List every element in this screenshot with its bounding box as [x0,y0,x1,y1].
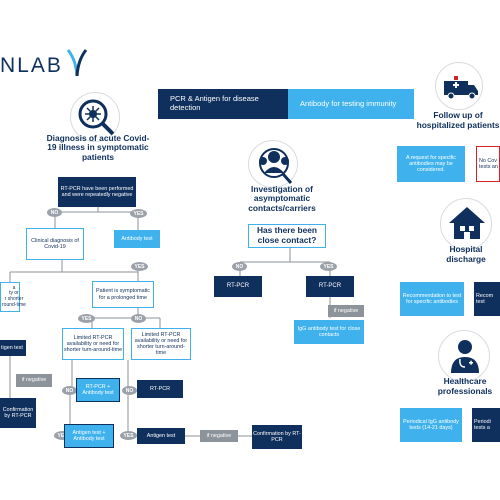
legend-antibody-label: Antibody for testing immunity [300,98,397,108]
left-partial-box: a ty or r shorter round-time [0,282,26,312]
healthcare-partial-box: Periodi tests a [472,408,500,442]
yes-badge: YES [130,209,147,218]
healthcare-title: Healthcare professionals [437,376,493,396]
yes-badge: YES [78,314,95,323]
legend-antibody: Antibody for testing immunity [288,89,414,119]
rtpcr-box: RT-PCR [137,380,183,398]
house-icon [449,207,485,239]
investigation-icon-circle [248,140,298,188]
left-confirmation-box: Confirmation by RT-PCR [0,398,36,428]
discharge-title: Hospital discharge [446,244,486,264]
followup-partial-box: No Cov tests an [476,146,500,182]
recommendation-box: Recommendation to test for specific anti… [400,282,464,316]
antibody-test-box: Antibody test [114,230,160,248]
antibody-request-box: A request for specific antibodies may be… [397,146,465,182]
limited-yes-box: Limited RT-PCR availability or need for … [62,328,124,360]
if-negative-box: if negative [200,430,238,442]
rtpcr-antibody-box: RT-PCR + Antibody test [76,378,120,402]
if-negative-box: if negative [328,305,364,317]
yes-badge: YES [131,262,148,271]
followup-icon-circle [435,62,483,110]
logo-mark-icon [66,49,88,77]
magnifier-virus-icon [78,99,115,136]
confirmation-box: Confirmation by RT-PCR [252,425,302,449]
people-magnifier-icon [259,148,293,184]
rtpcr-no-box: RT-PCR [214,276,262,297]
contact-question: Has there been close contact? [248,224,326,248]
left-antigen-box: tigen test [0,340,26,356]
ambulance-icon [444,76,478,100]
periodical-igg-box: Periodical IgG antibody tests (14-21 day… [400,408,462,442]
discharge-partial-box: Recom test [474,282,500,316]
left-confirmation-label: Confirmation by RT-PCR [2,406,34,419]
legend-pcr-label: PCR & Antigen for disease detection [170,94,259,112]
igg-antibody-box: IgG antibody test for close contacts [294,320,364,344]
clinical-diagnosis-box: Clinical diagnosis of Covid-19 [26,228,84,260]
rtpcr-repeated-box: RT-PCR have been performed and were repe… [58,177,136,207]
yes-badge: YES [320,262,337,271]
brand-logo-text: NLAB [0,54,63,77]
rtpcr-yes-box: RT-PCR [306,276,354,297]
healthcare-icon-circle [438,330,490,382]
discharge-icon-circle [440,198,492,250]
left-partial-label: a ty or r shorter round-time [2,284,26,308]
diagnosis-title: Diagnosis of acute Covid-19 illness in s… [46,132,150,162]
yes-badge: YES [54,431,71,440]
brand-logo: NLAB [0,40,110,80]
yes-badge: YES [120,431,137,440]
diagnosis-icon-circle [70,92,120,142]
no-badge: NO [62,386,77,395]
no-badge: NO [122,386,137,395]
no-badge: NO [131,314,146,323]
investigation-title: Investigation of asymptomatic contacts/c… [248,183,316,213]
followup-title: Follow up of hospitalized patients [416,110,500,130]
no-badge: NO [232,262,247,271]
antigen-antibody-box: Antigen test + Antibody test [64,424,114,448]
limited-no-box: Limited RT-PCR availability or need for … [131,328,191,360]
symptomatic-prolonged-box: Patient is symptomatic for a prolonged t… [92,281,154,308]
no-badge: NO [47,208,62,217]
legend-pcr: PCR & Antigen for disease detection [158,89,288,119]
doctor-icon [451,340,479,373]
left-if-negative-box: if negative [16,374,52,387]
antigen-test-box: Antigen test [137,428,185,444]
